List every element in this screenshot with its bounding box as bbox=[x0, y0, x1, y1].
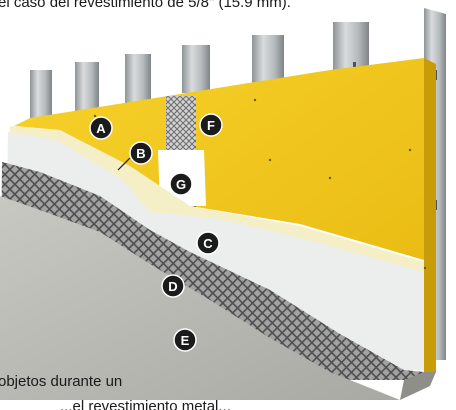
caption-top: el caso del revestimiento de 5/8" (15.9 … bbox=[0, 0, 291, 11]
label-b: B bbox=[129, 141, 153, 165]
label-d: D bbox=[161, 274, 185, 298]
svg-text:A: A bbox=[96, 121, 106, 136]
svg-text:D: D bbox=[168, 279, 177, 294]
stud-1 bbox=[30, 70, 52, 120]
svg-text:C: C bbox=[203, 236, 213, 251]
gypsum-board-layer bbox=[14, 58, 432, 360]
svg-text:F: F bbox=[207, 118, 215, 133]
label-g: G bbox=[169, 172, 193, 196]
label-c: C bbox=[196, 231, 220, 255]
fastener-dots bbox=[93, 98, 427, 270]
board-edge bbox=[424, 58, 436, 372]
svg-text:B: B bbox=[136, 146, 145, 161]
caption-bottom-line2: ...el revestimiento metal... bbox=[60, 398, 231, 410]
stud-2 bbox=[75, 62, 99, 112]
svg-text:G: G bbox=[176, 177, 186, 192]
stud-4 bbox=[182, 45, 210, 93]
label-f: F bbox=[199, 113, 223, 137]
caption-bottom-line1: objetos durante un bbox=[0, 373, 123, 390]
label-a: A bbox=[89, 116, 113, 140]
stud-5 bbox=[252, 35, 284, 85]
stud-3 bbox=[125, 54, 151, 104]
label-b-leader bbox=[117, 157, 131, 171]
finish-coat-layer bbox=[0, 196, 400, 400]
finish-edge bbox=[400, 372, 436, 400]
svg-text:E: E bbox=[181, 333, 190, 348]
label-e: E bbox=[173, 328, 197, 352]
